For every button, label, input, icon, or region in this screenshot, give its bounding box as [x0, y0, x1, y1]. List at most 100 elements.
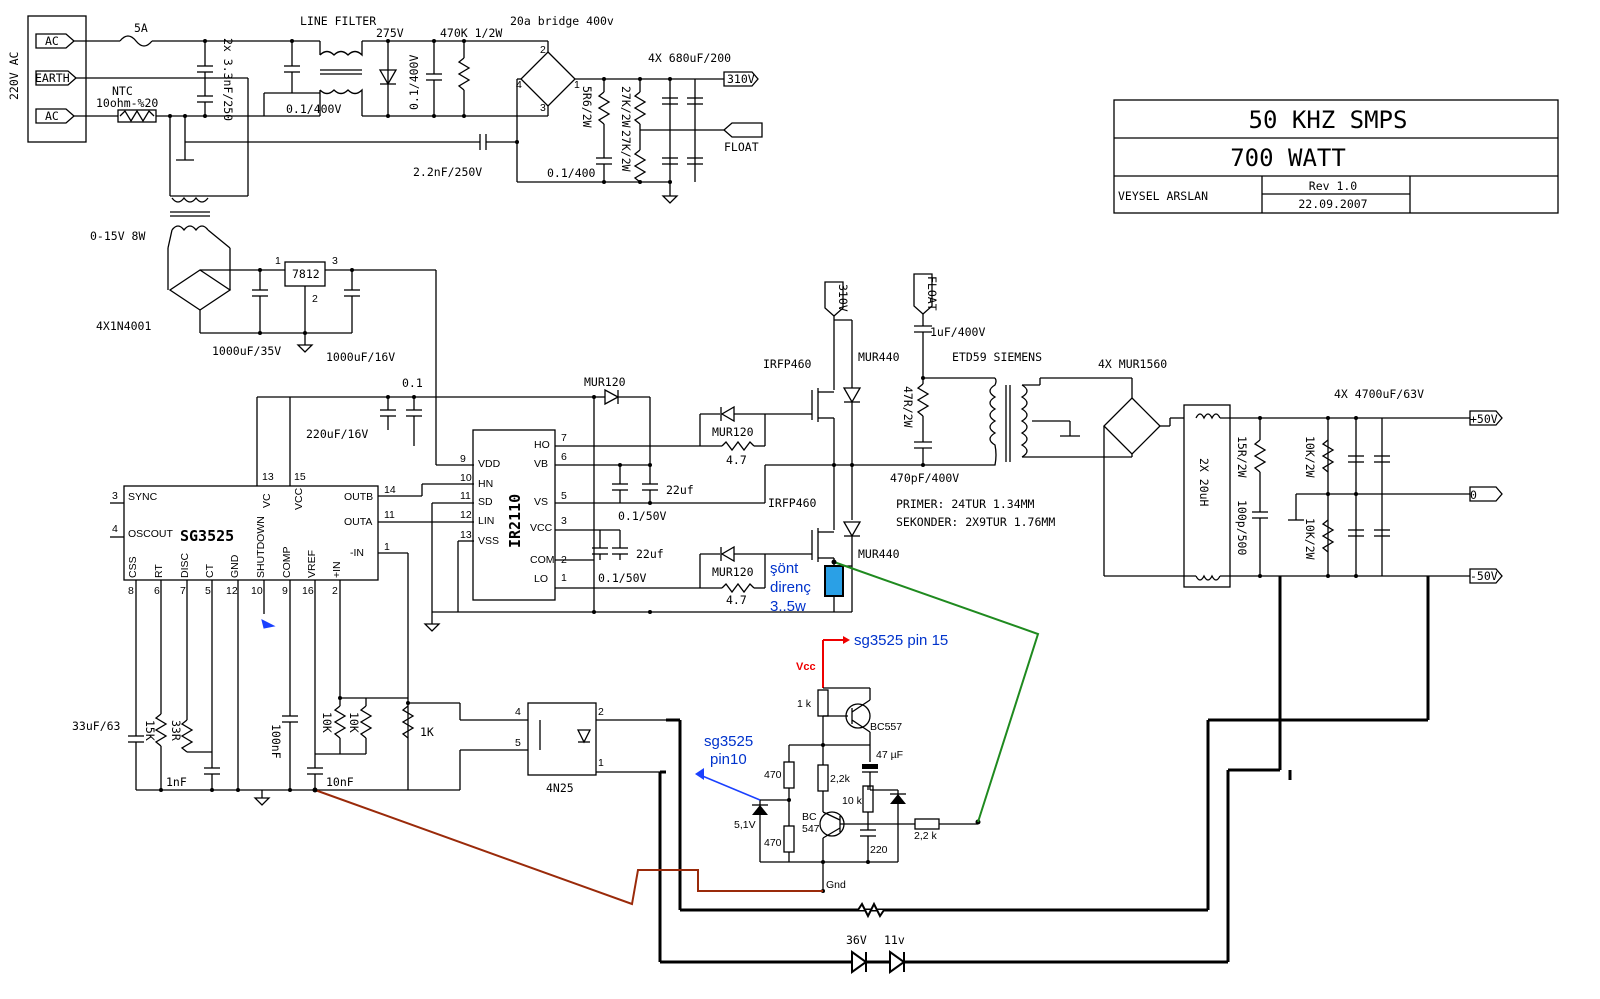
fuse — [119, 35, 153, 47]
svg-text:13: 13 — [262, 471, 274, 483]
svg-text:COM: COM — [530, 554, 555, 566]
svg-text:IRFP460: IRFP460 — [768, 496, 817, 510]
svg-text:5A: 5A — [134, 21, 148, 35]
svg-text:FLOAT: FLOAT — [925, 276, 939, 311]
svg-text:275V: 275V — [376, 26, 404, 40]
svg-text:36V: 36V — [846, 933, 867, 947]
svg-text:16: 16 — [302, 585, 314, 597]
sg3525-section: SG3525 SYNC OSCOUT 3 4 OUTB OUTA -IN 14 … — [72, 397, 666, 806]
svg-text:27K/2W: 27K/2W — [619, 86, 633, 128]
svg-text:10 k: 10 k — [842, 795, 863, 807]
svg-text:1: 1 — [574, 79, 580, 91]
svg-text:RT: RT — [153, 564, 165, 578]
float-port — [723, 122, 763, 138]
svg-text:OUTA: OUTA — [344, 516, 372, 528]
svg-text:MUR120: MUR120 — [712, 565, 754, 579]
svg-text:470pF/400V: 470pF/400V — [890, 471, 959, 485]
svg-text:MUR120: MUR120 — [712, 425, 754, 439]
series-resistor — [857, 901, 885, 919]
svg-text:COMP: COMP — [281, 547, 293, 579]
out-zero-port — [1469, 486, 1503, 502]
svg-text:4N25: 4N25 — [546, 781, 574, 795]
mains-section: 220V AC AC EARTH AC 5A NTC 10ohm-%20 2x … — [7, 14, 763, 204]
svg-text:2,2 k: 2,2 k — [914, 830, 938, 842]
svg-text:33R: 33R — [169, 720, 183, 741]
svg-text:VS: VS — [534, 496, 548, 508]
svg-text:3: 3 — [112, 490, 118, 502]
svg-text:+50V: +50V — [1470, 412, 1498, 426]
svg-text:11: 11 — [384, 509, 395, 521]
svg-text:IR2110: IR2110 — [506, 494, 524, 548]
svg-text:5: 5 — [205, 585, 211, 597]
title-block: 50 KHZ SMPS 700 WATT VEYSEL ARSLAN Rev 1… — [1113, 99, 1559, 214]
svg-text:15R/2W: 15R/2W — [1235, 436, 1249, 478]
svg-text:1: 1 — [275, 255, 281, 267]
svg-text:+IN: +IN — [331, 561, 343, 578]
shutdown-arrow — [261, 619, 276, 629]
svg-text:pin10: pin10 — [710, 751, 747, 768]
svg-text:0.1/400V: 0.1/400V — [286, 102, 341, 116]
svg-text:20a bridge 400v: 20a bridge 400v — [510, 14, 614, 28]
svg-text:0.1/50V: 0.1/50V — [618, 509, 667, 523]
svg-text:15: 15 — [294, 471, 306, 483]
svg-text:3: 3 — [332, 255, 338, 267]
svg-text:Gnd: Gnd — [826, 879, 846, 891]
svg-text:SG3525: SG3525 — [180, 527, 234, 545]
ac-port-1 — [35, 33, 75, 49]
svg-text:direnç: direnç — [770, 579, 811, 596]
author: VEYSEL ARSLAN — [1118, 189, 1208, 203]
svg-text:SEKONDER: 2X9TUR 1.76MM: SEKONDER: 2X9TUR 1.76MM — [896, 515, 1055, 529]
svg-text:EARTH: EARTH — [35, 71, 70, 85]
svg-text:6: 6 — [154, 585, 160, 597]
svg-text:OSCOUT: OSCOUT — [128, 528, 174, 540]
svg-text:LO: LO — [534, 573, 548, 585]
svg-text:310V: 310V — [727, 72, 755, 86]
svg-text:FLOAT: FLOAT — [724, 140, 759, 154]
svg-text:OUTB: OUTB — [344, 491, 373, 503]
svg-text:470: 470 — [764, 837, 782, 849]
svg-text:şönt: şönt — [770, 560, 799, 577]
svg-text:5: 5 — [515, 737, 521, 749]
svg-text:1: 1 — [384, 541, 390, 553]
svg-text:VCC: VCC — [530, 522, 553, 534]
svg-text:12: 12 — [460, 509, 472, 521]
svg-text:3..5w: 3..5w — [770, 598, 806, 615]
svg-text:7: 7 — [561, 432, 567, 444]
svg-text:CT: CT — [204, 563, 216, 578]
svg-text:2: 2 — [540, 44, 546, 56]
svg-text:GND: GND — [229, 554, 241, 578]
svg-text:5R6/2W: 5R6/2W — [580, 86, 594, 128]
svg-text:15K: 15K — [143, 720, 157, 741]
svg-text:13: 13 — [460, 529, 472, 541]
power-stage: 310V MUR440 MUR440 IRFP460 MUR120 4.7 — [650, 273, 1503, 974]
svg-text:IRFP460: IRFP460 — [763, 357, 812, 371]
sg3525-chip — [123, 485, 379, 581]
main-bridge — [520, 51, 576, 107]
shunt-resistor — [824, 565, 844, 597]
svg-text:VC: VC — [261, 493, 273, 508]
svg-text:7: 7 — [180, 585, 186, 597]
svg-text:1: 1 — [561, 572, 567, 584]
svg-text:VSS: VSS — [478, 535, 499, 547]
svg-text:14: 14 — [384, 484, 396, 496]
svg-text:10nF: 10nF — [326, 775, 354, 789]
svg-text:3: 3 — [561, 515, 567, 527]
svg-text:4X 680uF/200: 4X 680uF/200 — [648, 51, 731, 65]
aux-bridge — [168, 269, 232, 311]
junctions — [159, 39, 1358, 864]
rail-310v-bus — [824, 281, 844, 317]
svg-text:47 µF: 47 µF — [876, 749, 903, 761]
svg-text:547: 547 — [802, 823, 820, 835]
vref-gnd-wire — [314, 789, 823, 906]
svg-text:7812: 7812 — [292, 267, 320, 281]
svg-text:470K 1/2W: 470K 1/2W — [440, 26, 502, 40]
svg-text:1000uF/35V: 1000uF/35V — [212, 344, 281, 358]
svg-text:4X1N4001: 4X1N4001 — [96, 319, 151, 333]
svg-text:0.1/400V: 0.1/400V — [407, 55, 421, 110]
svg-text:0-15V 8W: 0-15V 8W — [90, 229, 145, 243]
svg-text:22uf: 22uf — [666, 483, 694, 497]
svg-text:10K: 10K — [320, 712, 334, 733]
svg-text:4: 4 — [516, 79, 522, 91]
svg-text:10K: 10K — [347, 712, 361, 733]
